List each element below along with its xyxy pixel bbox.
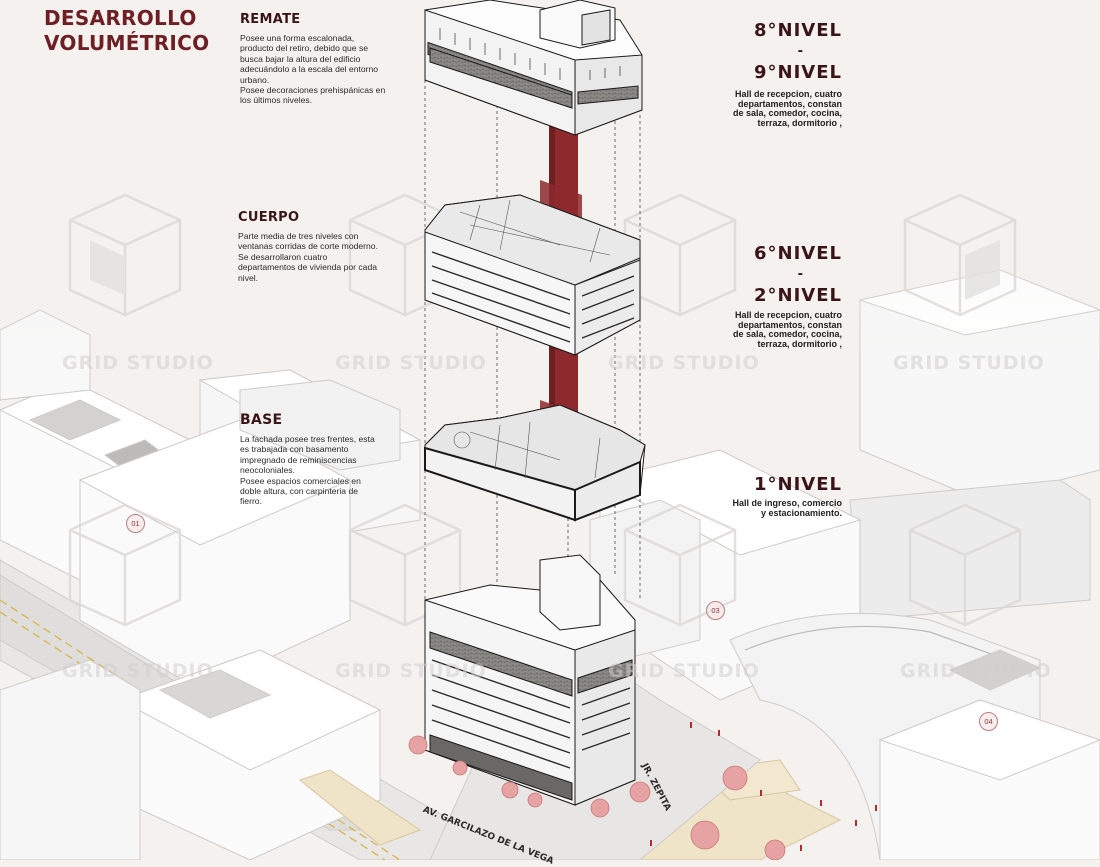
remate-volume	[424, 0, 643, 136]
title-line-1: DESARROLLO	[44, 6, 197, 30]
watermark-text: GRID STUDIO	[62, 352, 214, 374]
section-body: Posee una forma escalonada, producto del…	[240, 33, 400, 106]
body-line: nivel.	[238, 272, 259, 283]
body-line: fierro.	[240, 496, 262, 507]
desc-line: departamentos, constan	[737, 98, 842, 109]
body-line: La fachada posee tres frentes, esta	[240, 434, 375, 444]
title-line-2: VOLUMÉTRICO	[44, 31, 210, 55]
section-heading: REMATE	[240, 12, 301, 27]
level-1: 1°NIVEL Hall de ingreso, comercio y esta…	[690, 474, 842, 518]
people	[650, 722, 877, 851]
body-line: urbano.	[240, 74, 270, 85]
section-base: BASE La fachada posee tres frentes, esta…	[240, 412, 400, 507]
level-description: Hall de ingreso, comercio y estacionamie…	[690, 498, 842, 518]
body-line: los últimos niveles.	[240, 95, 313, 106]
section-body: Parte media de tres niveles con ventanas…	[238, 231, 403, 283]
level-8-9: 8°NIVEL - 9°NIVEL Hall de recepcion, cua…	[690, 20, 842, 128]
body-line: doble altura, con carpinteria de	[240, 486, 359, 497]
desc-line: de sala, comedor, cocina,	[732, 329, 842, 340]
body-line: impregnado de reminiscencias	[240, 454, 357, 465]
body-line: ventanas corridas de corte moderno.	[238, 241, 378, 252]
level-single: 1°NIVEL	[754, 474, 842, 495]
body-line: es trabajada con basamento	[240, 444, 349, 455]
level-dash: -	[797, 267, 804, 282]
body-line: departamentos de vivienda por cada	[238, 262, 378, 273]
desc-line: de sala, comedor, cocina,	[732, 108, 842, 119]
body-line: Posee espacios comerciales en	[240, 475, 361, 486]
desc-line: terraza, dormitorio ,	[757, 117, 842, 128]
section-body: La fachada posee tres frentes, esta es t…	[240, 434, 400, 507]
level-top: 8°NIVEL	[754, 20, 842, 41]
desc-line: Hall de recepcion, cuatro	[734, 89, 842, 99]
marker-03: 03	[706, 601, 725, 620]
level-dash: -	[797, 44, 804, 59]
desc-line: y estacionamiento.	[760, 507, 842, 518]
city-context	[0, 269, 1100, 860]
level-top: 6°NIVEL	[754, 243, 842, 264]
page-title: DESARROLLO VOLUMÉTRICO	[44, 6, 209, 56]
body-line: producto del retiro, debido que se	[240, 43, 369, 54]
body-line: busca bajar la altura del edificio	[240, 53, 361, 64]
desc-line: terraza, dormitorio ,	[757, 338, 842, 349]
marker-04: 04	[979, 712, 998, 731]
marker-01: 01	[126, 514, 145, 533]
body-line: Posee una forma escalonada,	[240, 33, 355, 43]
base-volume	[424, 404, 646, 522]
section-remate: REMATE Posee una forma escalonada, produ…	[240, 12, 400, 106]
watermark-text: GRID STUDIO	[335, 352, 487, 374]
level-description: Hall de recepcion, cuatro departamentos,…	[690, 89, 842, 128]
section-cuerpo: CUERPO Parte media de tres niveles con v…	[238, 210, 403, 283]
watermark-text: GRID STUDIO	[608, 352, 760, 374]
level-description: Hall de recepcion, cuatro departamentos,…	[690, 310, 842, 349]
watermark-text: GRID STUDIO	[900, 660, 1052, 682]
body-line: neocoloniales.	[240, 465, 295, 476]
watermark-text: GRID STUDIO	[62, 660, 214, 682]
watermark-text: GRID STUDIO	[608, 660, 760, 682]
desc-line: departamentos, constan	[737, 319, 842, 330]
body-line: adecuándolo a la escala del entorno	[240, 64, 379, 75]
section-heading: CUERPO	[238, 210, 300, 225]
section-heading: BASE	[240, 412, 283, 428]
level-bottom: 9°NIVEL	[754, 62, 842, 83]
level-6-2: 6°NIVEL - 2°NIVEL Hall de recepcion, cua…	[690, 243, 842, 349]
desc-line: Hall de ingreso, comercio	[732, 498, 842, 508]
full-building	[424, 554, 636, 806]
watermark-text: GRID STUDIO	[335, 660, 487, 682]
desc-line: Hall de recepcion, cuatro	[734, 310, 842, 320]
level-bottom: 2°NIVEL	[754, 285, 842, 306]
body-line: Posee decoraciones prehispánicas en	[240, 85, 386, 96]
trees	[408, 735, 786, 860]
watermark-text: GRID STUDIO	[893, 352, 1045, 374]
cuerpo-volume	[424, 194, 641, 356]
body-line: Parte media de tres niveles con	[238, 231, 359, 241]
body-line: Se desarrollaron cuatro	[238, 251, 328, 262]
